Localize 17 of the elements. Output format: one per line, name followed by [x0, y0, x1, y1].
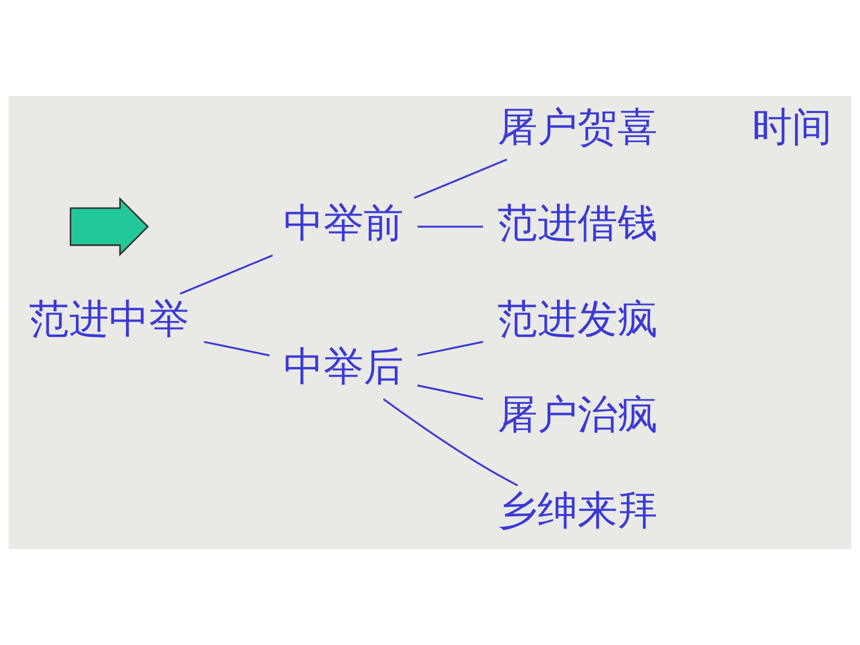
node-text: 屠户贺喜 — [498, 104, 658, 151]
node-text: 范进借钱 — [498, 200, 658, 246]
connector — [414, 158, 508, 199]
node-text: 中举后 — [283, 344, 404, 390]
connector — [204, 340, 270, 356]
connector — [417, 340, 484, 356]
connector — [180, 254, 273, 295]
label: 时间 — [752, 104, 832, 151]
node-text: 屠户治疯 — [498, 392, 658, 438]
connector — [382, 398, 518, 486]
connector — [417, 226, 484, 228]
node-arrow — [70, 196, 149, 256]
node-text: 范进发疯 — [498, 296, 658, 342]
connector — [417, 384, 484, 400]
node-text: 乡绅来拜 — [498, 488, 658, 534]
node-text: 范进中举 — [29, 296, 190, 342]
node-text: 中举前 — [283, 200, 404, 246]
